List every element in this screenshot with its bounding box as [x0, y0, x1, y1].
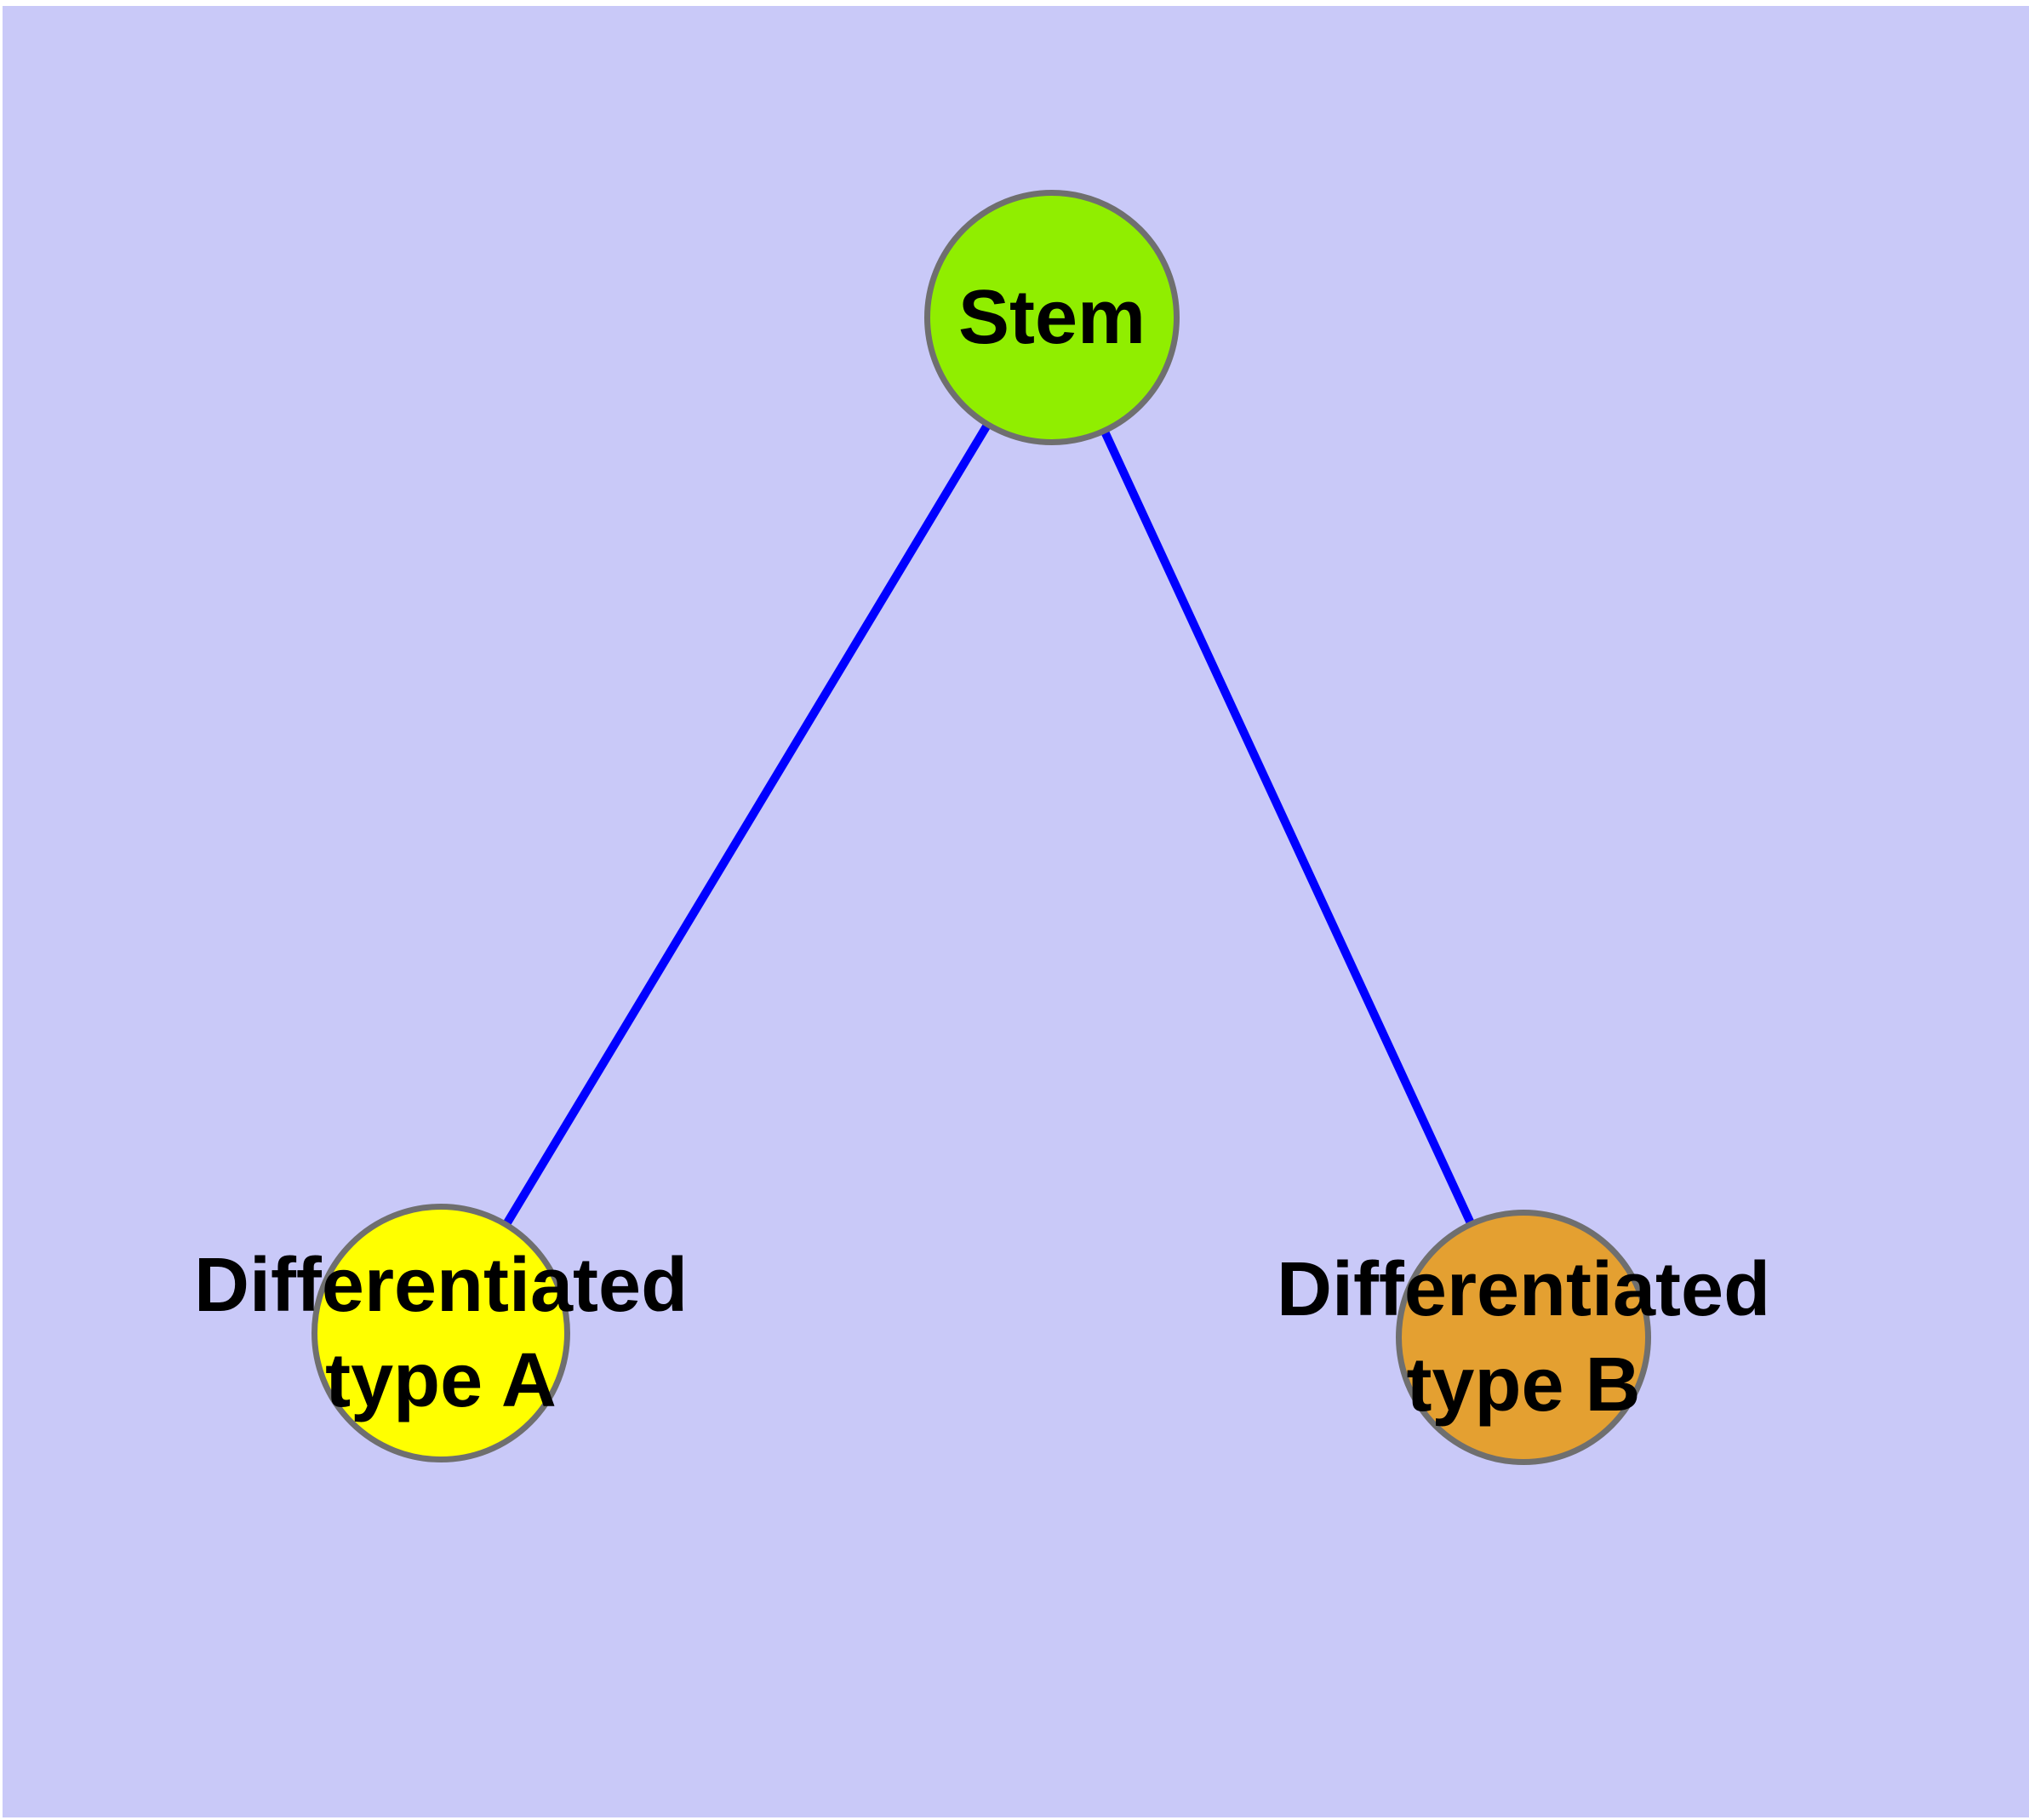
node-label-line: type A — [325, 1338, 557, 1423]
node-stem — [924, 190, 1180, 445]
edge-stem-type-a — [437, 315, 1056, 1336]
edge-stem-type-b — [1048, 315, 1528, 1340]
node-label-type-b: Differentiated type B — [1277, 1242, 1770, 1433]
node-label-line: type B — [1406, 1342, 1641, 1428]
node-type-b — [1396, 1210, 1651, 1465]
node-type-a — [311, 1204, 570, 1462]
node-label-line: Stem — [957, 275, 1146, 360]
node-label-type-a: Differentiated type A — [194, 1238, 688, 1428]
node-label-stem: Stem — [958, 270, 1146, 365]
node-label-line: Differentiated — [1276, 1247, 1771, 1332]
node-label-line: Differentiated — [193, 1243, 689, 1328]
